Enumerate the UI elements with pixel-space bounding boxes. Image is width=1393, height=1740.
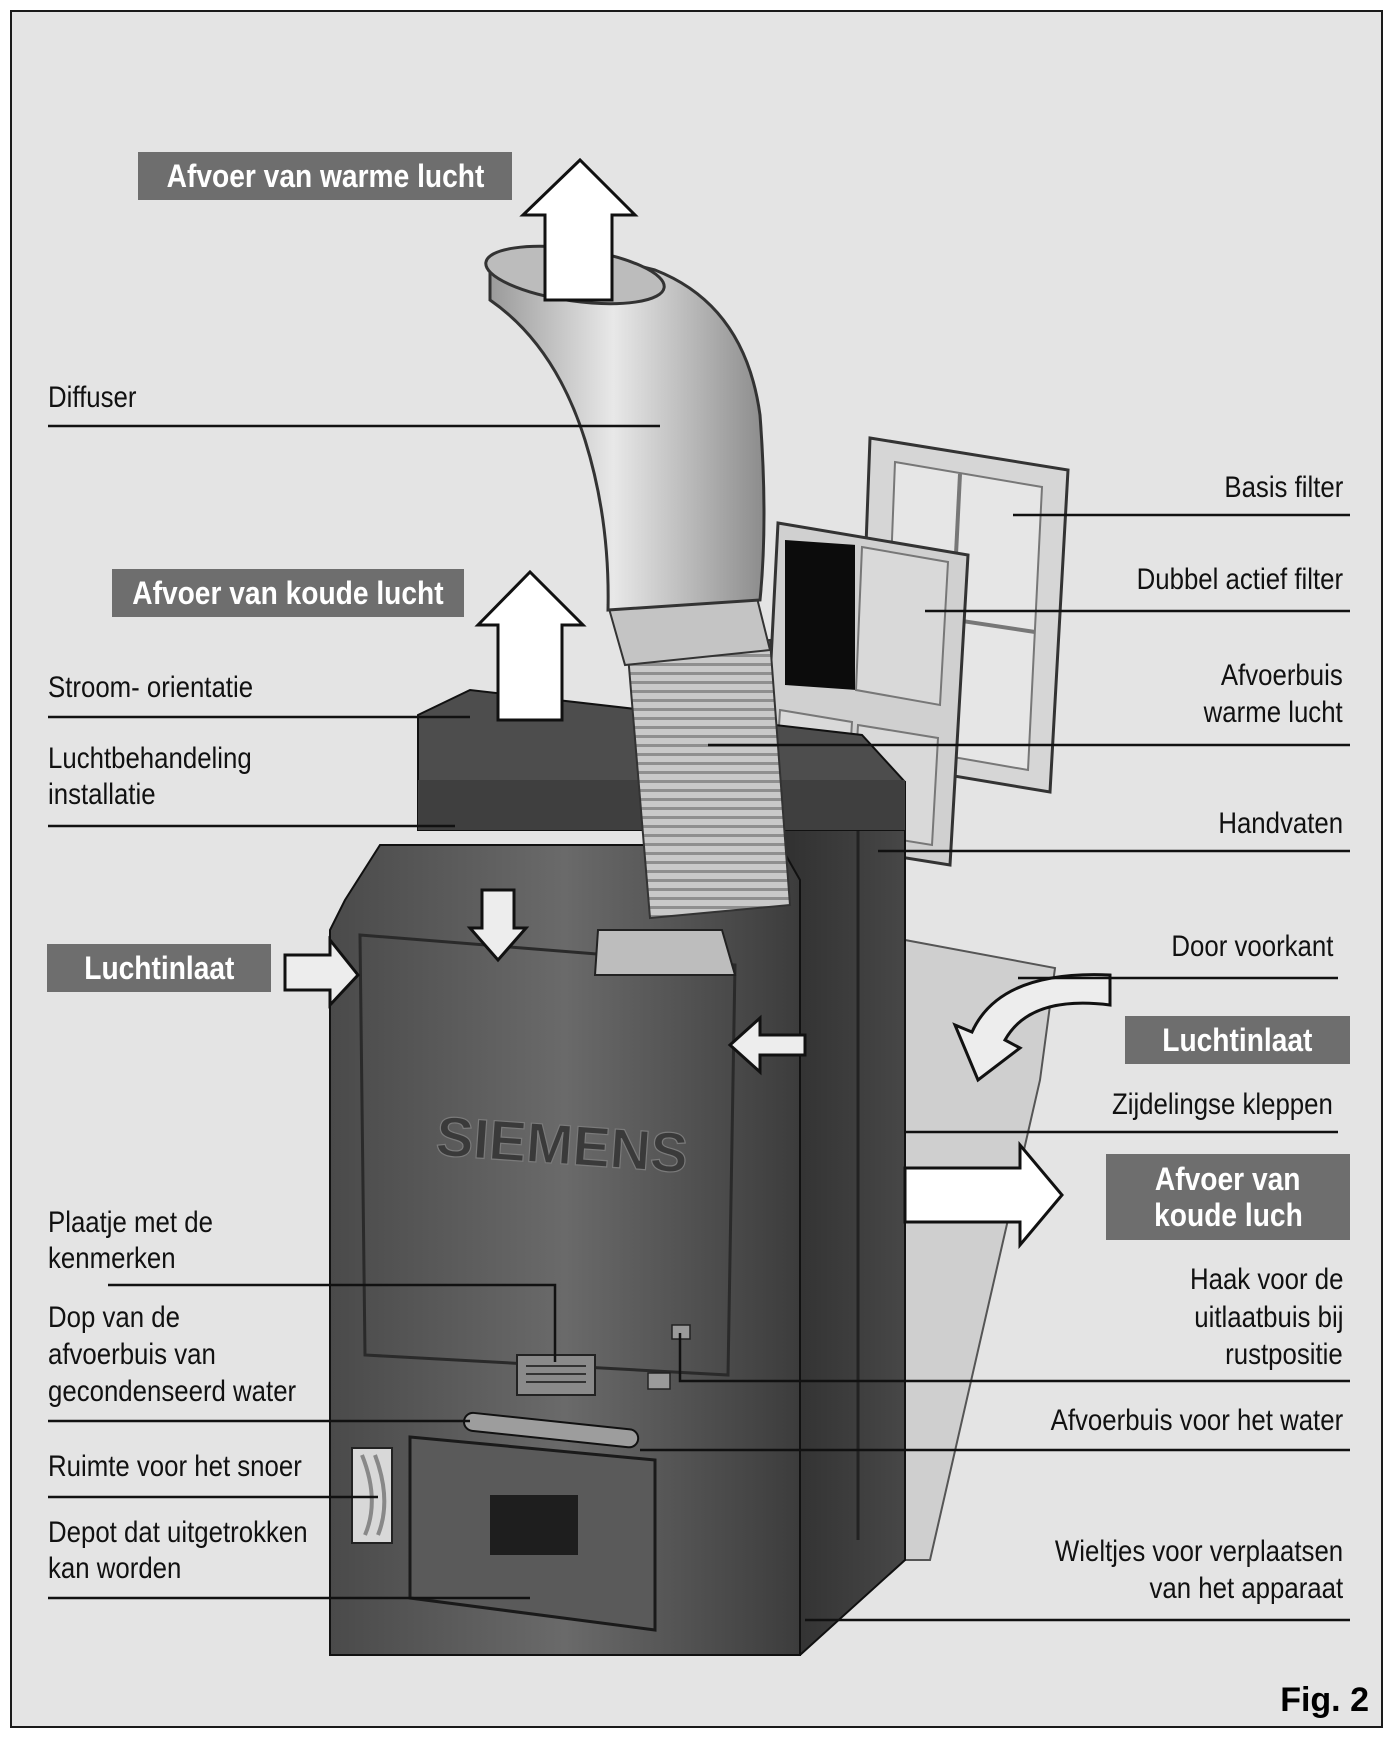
label-diffuser: Diffuser [48, 381, 137, 414]
label-rating-plate-2: kenmerken [48, 1242, 176, 1275]
label-hot-exhaust-1: Afvoerbuis [1221, 659, 1343, 692]
label-flow-orientation: Stroom- orientatie [48, 671, 254, 704]
label-tank-1: Depot dat uitgetrokken [48, 1516, 308, 1549]
label-rating-plate-1: Plaatje met de [48, 1206, 213, 1239]
leader-lines [48, 424, 1350, 1622]
label-drain-cap-2: afvoerbuis van [48, 1338, 216, 1371]
label-front-door: Door voorkant [1170, 930, 1333, 963]
label-cord-space: Ruimte voor het snoer [48, 1450, 302, 1483]
banner-cold-exhaust-top: Afvoer van koude lucht [112, 569, 464, 617]
arrow-down [466, 888, 530, 963]
label-base-filter: Basis filter [1223, 471, 1343, 504]
arrow-cold-side [903, 1140, 1064, 1250]
figure-label: Fig. 2 [1280, 1681, 1369, 1719]
label-handles: Handvaten [1218, 807, 1343, 840]
diffuser-shape [488, 252, 766, 612]
label-hook-3: rustpositie [1225, 1338, 1343, 1371]
label-wheels-1: Wieltjes voor verplaatsen [1054, 1535, 1343, 1568]
exhaust-hose-shape [626, 638, 792, 920]
arrow-warm-up [519, 157, 639, 302]
label-air-treatment-1: Luchtbehandeling [48, 742, 252, 775]
arrow-inlet-left [283, 935, 360, 1009]
banner-air-inlet-left: Luchtinlaat [47, 944, 271, 992]
banner-warm-exhaust: Afvoer van warme lucht [138, 152, 512, 200]
label-tank-2: kan worden [48, 1552, 182, 1585]
label-drain-cap-1: Dop van de [48, 1301, 180, 1334]
label-double-filter: Dubbel actief filter [1136, 563, 1343, 596]
label-air-treatment-2: installatie [48, 778, 156, 811]
label-water-drain: Afvoerbuis voor het water [1050, 1404, 1343, 1437]
label-side-flaps: Zijdelingse kleppen [1112, 1088, 1333, 1121]
label-hook-1: Haak voor de [1189, 1263, 1343, 1296]
arrow-inlet-front [727, 1014, 807, 1076]
banner-air-inlet-right: Luchtinlaat [1125, 1016, 1350, 1064]
label-hook-2: uitlaatbuis bij [1193, 1301, 1343, 1334]
label-hot-exhaust-2: warme lucht [1203, 696, 1343, 729]
arrow-cold-up [474, 569, 587, 722]
label-wheels-2: van het apparaat [1149, 1572, 1343, 1605]
banner-cold-exhaust-side: Afvoer van koude luch [1106, 1154, 1350, 1240]
label-drain-cap-3: gecondenseerd water [48, 1375, 297, 1408]
